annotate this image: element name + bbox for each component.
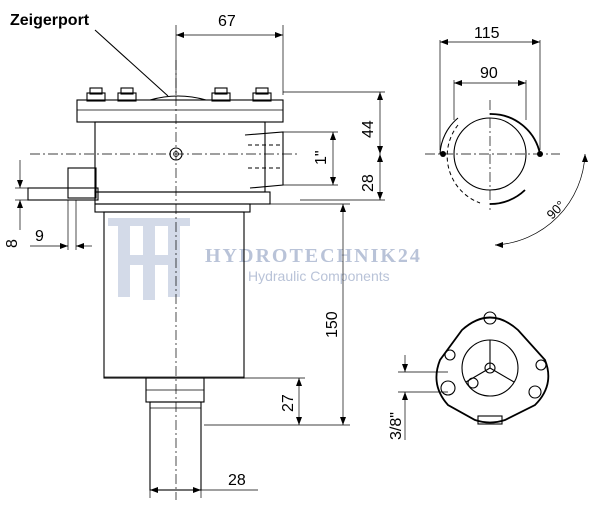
dim-height-upper: 44 xyxy=(283,91,385,154)
dim-flange-outer: 115 xyxy=(439,25,541,150)
flange-top-view xyxy=(425,100,588,248)
dim-body-length: 150 xyxy=(204,203,350,426)
cover-bolts xyxy=(86,87,272,102)
pointer-port-leader xyxy=(94,29,169,97)
svg-text:115: 115 xyxy=(474,25,500,42)
pointer-port-label: Zeigerport xyxy=(10,12,90,29)
svg-text:28: 28 xyxy=(228,472,246,489)
svg-text:67: 67 xyxy=(218,13,236,30)
dim-offset-small: 8 xyxy=(4,160,30,248)
dim-neck-length: 27 xyxy=(244,377,305,425)
svg-text:44: 44 xyxy=(360,120,377,138)
angle-label: 90° xyxy=(544,198,569,223)
dim-top-width: 67 xyxy=(175,13,284,95)
dim-outlet-diameter: 28 xyxy=(149,472,258,498)
dim-thread: 1" xyxy=(283,131,338,186)
watermark-logo xyxy=(108,218,190,300)
svg-text:9: 9 xyxy=(35,228,44,245)
bottom-view xyxy=(435,311,550,425)
dim-port-thread: 3/8" xyxy=(388,355,448,440)
dim-flange-bolt: 90 xyxy=(453,65,527,120)
svg-text:28: 28 xyxy=(360,174,377,192)
dim-height-lower: 28 xyxy=(300,154,385,201)
watermark: HYDROTECHNIK24 Hydraulic Components xyxy=(108,218,422,300)
dim-offset-9: 9 xyxy=(30,200,92,250)
svg-text:3/8": 3/8" xyxy=(388,412,405,440)
svg-text:27: 27 xyxy=(280,394,297,412)
watermark-brand: HYDROTECHNIK24 xyxy=(205,245,422,267)
svg-text:150: 150 xyxy=(324,311,341,338)
svg-text:1": 1" xyxy=(313,150,330,165)
side-view xyxy=(27,60,300,500)
watermark-tagline: Hydraulic Components xyxy=(248,268,390,284)
svg-text:90: 90 xyxy=(480,65,498,82)
svg-text:8: 8 xyxy=(4,239,21,248)
